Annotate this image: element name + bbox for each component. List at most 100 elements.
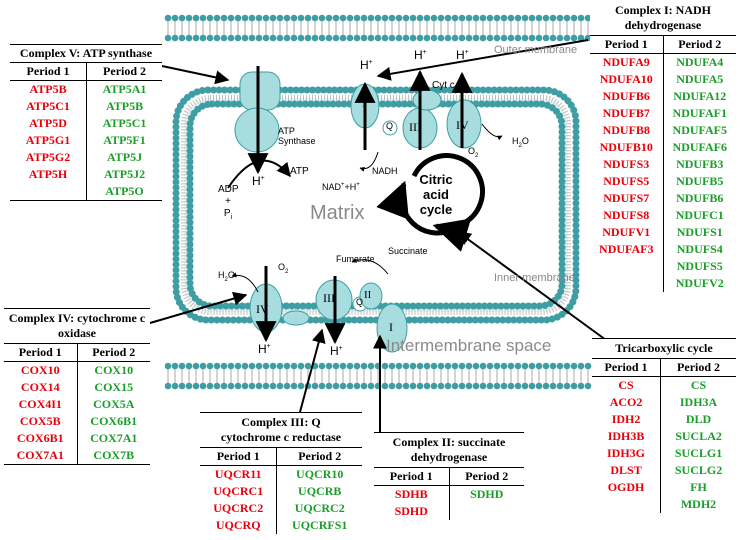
q-bottom-label: Q — [356, 297, 364, 307]
h-plus-bottom-1: H+ — [258, 342, 271, 356]
citric-cycle-ring — [376, 153, 485, 252]
outer-membrane-bottom — [164, 362, 592, 390]
gene-period2: UQCR10 — [296, 467, 344, 481]
table-row: MDH2 — [592, 496, 736, 513]
col-header: Period 2 — [103, 64, 147, 78]
table-row: NDUFB10 NDUFAF6 — [590, 139, 736, 156]
outer-membrane-label: Outer membrane — [494, 44, 578, 56]
gene-period2: NDUFC1 — [675, 208, 724, 222]
gene-period1: NDUFV1 — [590, 224, 664, 241]
complex-I-bottom-label: I — [389, 320, 393, 334]
table-row: UQCR11 UQCR10 — [200, 465, 362, 483]
table-row: NDUFS3 NDUFB3 — [590, 156, 736, 173]
gene-period1: SDHD — [374, 503, 450, 520]
complex-I-title: Complex I: NADH dehydrogenase — [590, 3, 736, 36]
gene-period1: NDUFB8 — [590, 122, 664, 139]
gene-period1: NDUFB10 — [590, 139, 664, 156]
adp-text: ADP — [218, 184, 239, 195]
col-header: Period 1 — [4, 343, 78, 362]
gene-period1: NDUFS7 — [590, 190, 664, 207]
gene-period1: COX10 — [4, 361, 78, 379]
gene-period1: UQCR11 — [200, 465, 278, 483]
top-complexes — [350, 69, 503, 172]
q-top-label: Q — [386, 121, 394, 131]
o2-bottom: O2 — [278, 262, 289, 275]
gene-period2: UQCRC2 — [294, 501, 345, 515]
col-header: Period 2 — [449, 467, 524, 486]
complex-V-table: Complex V: ATP synthase Period 1 Period 2… — [10, 44, 162, 201]
gene-period1: NDUFS5 — [590, 173, 664, 190]
gene-period1: NDUFS8 — [590, 207, 664, 224]
pointer-arrows — [149, 39, 607, 432]
gene-period2: SUCLG1 — [674, 446, 723, 460]
gene-period1: CS — [592, 376, 662, 394]
gene-period2: NDUFA12 — [673, 89, 727, 103]
gene-period2: NDUFB5 — [676, 174, 724, 188]
complex-II-bottom-label: II — [364, 289, 372, 301]
complex-III-top-label: III — [409, 120, 421, 134]
atp-synthase-label: ATP Synthase — [278, 126, 316, 146]
gene-period2: NDUFV2 — [675, 276, 724, 290]
gene-period2: NDUFB3 — [676, 157, 724, 171]
h2o-top: H2O — [512, 136, 529, 149]
citric-cycle-label: Citric acid cycle — [419, 172, 453, 217]
gene-period1: NDUFS3 — [590, 156, 664, 173]
succinate-label: Succinate — [388, 246, 428, 256]
gene-period2: NDUFS5 — [676, 259, 723, 273]
h-plus-atp: H+ — [252, 174, 265, 188]
gene-period1: IDH3B — [592, 428, 662, 445]
gene-period2: MDH2 — [680, 497, 717, 511]
gene-period1: COX4I1 — [4, 396, 78, 413]
gene-period2: SDHD — [470, 487, 504, 501]
gene-period2: ATP5J — [106, 150, 143, 164]
gene-period1: ATP5G1 — [10, 132, 88, 149]
gene-period1: ATP5C1 — [10, 98, 88, 115]
gene-period2: ATP5C1 — [102, 116, 147, 130]
col-header: Period 1 — [374, 467, 450, 486]
gene-period2: FH — [690, 480, 707, 494]
fumarate-label: Fumarate — [336, 254, 375, 264]
table-row: CS CS — [592, 376, 736, 394]
gene-period1: COX5B — [4, 413, 78, 430]
h-plus-top-3: H+ — [456, 48, 469, 62]
col-header: Period 2 — [77, 343, 150, 362]
gene-period1 — [590, 275, 664, 292]
gene-period2 — [449, 503, 524, 520]
gene-period2: COX15 — [94, 380, 134, 394]
gene-period2: CS — [690, 378, 707, 392]
col-header: Period 1 — [10, 62, 88, 81]
complex-III-bottom-label: III — [323, 291, 335, 305]
nad-text: NAD — [322, 182, 342, 192]
gene-period2: COX6B1 — [90, 414, 138, 428]
atp-synthase-complex — [234, 66, 281, 175]
inner-membrane-label: Inner membrane — [494, 272, 575, 284]
gene-period2: NDUFAF6 — [672, 140, 727, 154]
complex-V-title: Complex V: ATP synthase — [10, 44, 162, 62]
h-plus-top-1: H+ — [360, 58, 373, 72]
gene-period1: NDUFB6 — [590, 88, 664, 105]
gene-period2: UQCRFS1 — [292, 518, 348, 532]
gene-period2: SUCLA2 — [675, 429, 722, 443]
complex-IV-title: Complex IV: cytochrome c oxidase — [4, 308, 150, 343]
nad-label: NAD++H+ — [322, 182, 360, 192]
